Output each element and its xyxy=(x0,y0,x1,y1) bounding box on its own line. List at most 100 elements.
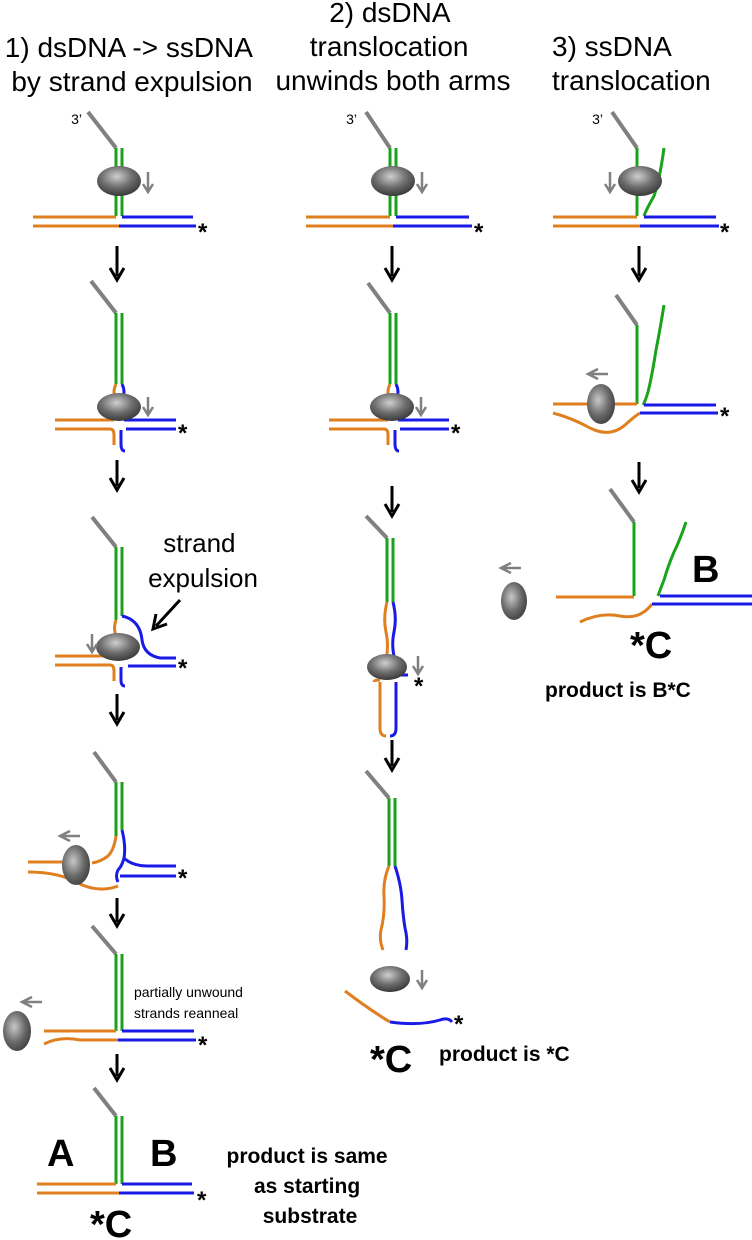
blue-strand xyxy=(122,856,176,868)
column-1-title-line-1: 1) dsDNA -> ssDNA xyxy=(5,32,253,63)
product-col2: product is *C xyxy=(439,1043,570,1066)
label-c: *C xyxy=(90,1204,132,1240)
orange-strand xyxy=(55,663,116,681)
column-1-title: 1) dsDNA -> ssDNA by strand expulsion xyxy=(5,32,259,97)
orange-strand xyxy=(329,427,390,445)
strand-expulsion-line-1: strand xyxy=(163,528,235,558)
col2-step4 xyxy=(344,769,454,1026)
product-col3: product is B*C xyxy=(545,679,691,702)
label-c-col2: *C xyxy=(370,1039,412,1081)
grey-strand xyxy=(608,487,636,524)
product-col1-line-2: as starting xyxy=(254,1175,360,1198)
grey-strand xyxy=(90,924,118,956)
star-label: * xyxy=(474,219,484,246)
green-strand xyxy=(656,521,688,597)
blue-strand xyxy=(389,682,398,738)
left-arrow-icon xyxy=(19,995,42,1009)
three-prime-label: 3’ xyxy=(71,111,82,127)
label-c-col3: *C xyxy=(630,625,672,667)
grey-strand xyxy=(89,279,118,315)
grey-strand xyxy=(364,514,389,540)
enzyme xyxy=(370,966,410,992)
blue-strand xyxy=(389,1017,454,1026)
column-3-title: 3) ssDNA translocation xyxy=(552,31,711,96)
orange-strand xyxy=(372,678,381,683)
step-arrow-icon xyxy=(108,694,126,727)
star-label: * xyxy=(720,403,730,430)
blue-strand xyxy=(119,667,126,688)
down-arrow-icon xyxy=(141,172,155,195)
enzyme xyxy=(501,582,527,620)
enzyme xyxy=(96,633,140,661)
three-prime-label: 3’ xyxy=(592,111,603,127)
col1-step5 xyxy=(3,924,196,1051)
star-label: * xyxy=(178,420,188,447)
col1-product xyxy=(37,1086,194,1195)
step-arrow-icon xyxy=(108,898,126,929)
blue-strand xyxy=(393,430,400,453)
step-arrow-icon xyxy=(630,462,648,495)
grey-strand xyxy=(86,110,118,150)
orange-strand xyxy=(43,1037,118,1046)
orange-strand xyxy=(91,835,118,865)
grey-strand xyxy=(90,515,118,549)
star-label: * xyxy=(720,219,730,246)
down-arrow-icon xyxy=(411,656,425,677)
column-2-title-line-1: 2) dsDNA xyxy=(329,0,451,28)
step-arrow-icon xyxy=(383,740,401,773)
grey-strand xyxy=(614,293,639,327)
orange-strand xyxy=(344,989,391,1024)
down-arrow-icon xyxy=(85,634,99,655)
reanneal-label: partially unwound strands reanneal xyxy=(134,984,247,1021)
column-2-title: 2) dsDNA translocation unwinds both arms xyxy=(275,0,510,96)
three-prime-label: 3’ xyxy=(346,111,357,127)
step-arrow-icon xyxy=(108,1054,126,1083)
enzyme xyxy=(97,393,141,421)
orange-strand xyxy=(579,603,654,624)
column-2-title-line-3: unwinds both arms xyxy=(275,65,510,96)
grey-strand xyxy=(610,110,639,150)
col3-step2 xyxy=(552,293,718,434)
col2-step2 xyxy=(329,281,449,453)
product-col1: product is same as starting substrate xyxy=(227,1145,394,1228)
orange-strand xyxy=(378,865,391,951)
left-arrow-icon xyxy=(585,367,608,381)
col1-step1-substrate xyxy=(33,110,196,228)
orange-strand xyxy=(55,427,116,445)
blue-strand xyxy=(391,601,397,661)
step-arrow-icon xyxy=(383,486,401,519)
orange-strand xyxy=(552,411,641,434)
label-a: A xyxy=(47,1133,74,1175)
step-arrow-icon xyxy=(108,460,126,493)
col2-step3 xyxy=(364,514,425,738)
star-label: * xyxy=(198,219,208,246)
grey-strand xyxy=(92,1086,118,1118)
enzyme xyxy=(367,654,407,680)
enzyme xyxy=(618,166,662,196)
col1-step3 xyxy=(55,515,182,688)
label-b: B xyxy=(150,1133,177,1175)
grey-strand xyxy=(92,750,118,784)
down-arrow-icon xyxy=(414,397,428,418)
step-arrow-icon xyxy=(108,246,126,283)
reanneal-line-1: partially unwound xyxy=(134,984,243,1000)
enzyme xyxy=(62,845,90,885)
col1-step4 xyxy=(27,750,176,891)
col1-step2 xyxy=(55,279,176,453)
star-label: * xyxy=(178,865,188,892)
down-arrow-icon xyxy=(603,172,617,195)
star-label: * xyxy=(197,1187,207,1214)
enzyme xyxy=(97,166,141,196)
product-col1-line-1: product is same xyxy=(227,1145,388,1168)
column-3-title-line-1: 3) ssDNA xyxy=(552,31,672,62)
star-label: * xyxy=(454,1011,464,1038)
enzyme xyxy=(370,393,414,421)
star-label: * xyxy=(198,1032,208,1059)
left-arrow-icon xyxy=(57,829,80,843)
column-3-title-line-2: translocation xyxy=(552,65,711,96)
step-arrow-icon xyxy=(383,246,401,283)
enzyme xyxy=(371,166,415,196)
label-b-col3: B xyxy=(692,549,719,591)
left-arrow-icon xyxy=(498,561,521,575)
grey-strand xyxy=(364,110,392,150)
